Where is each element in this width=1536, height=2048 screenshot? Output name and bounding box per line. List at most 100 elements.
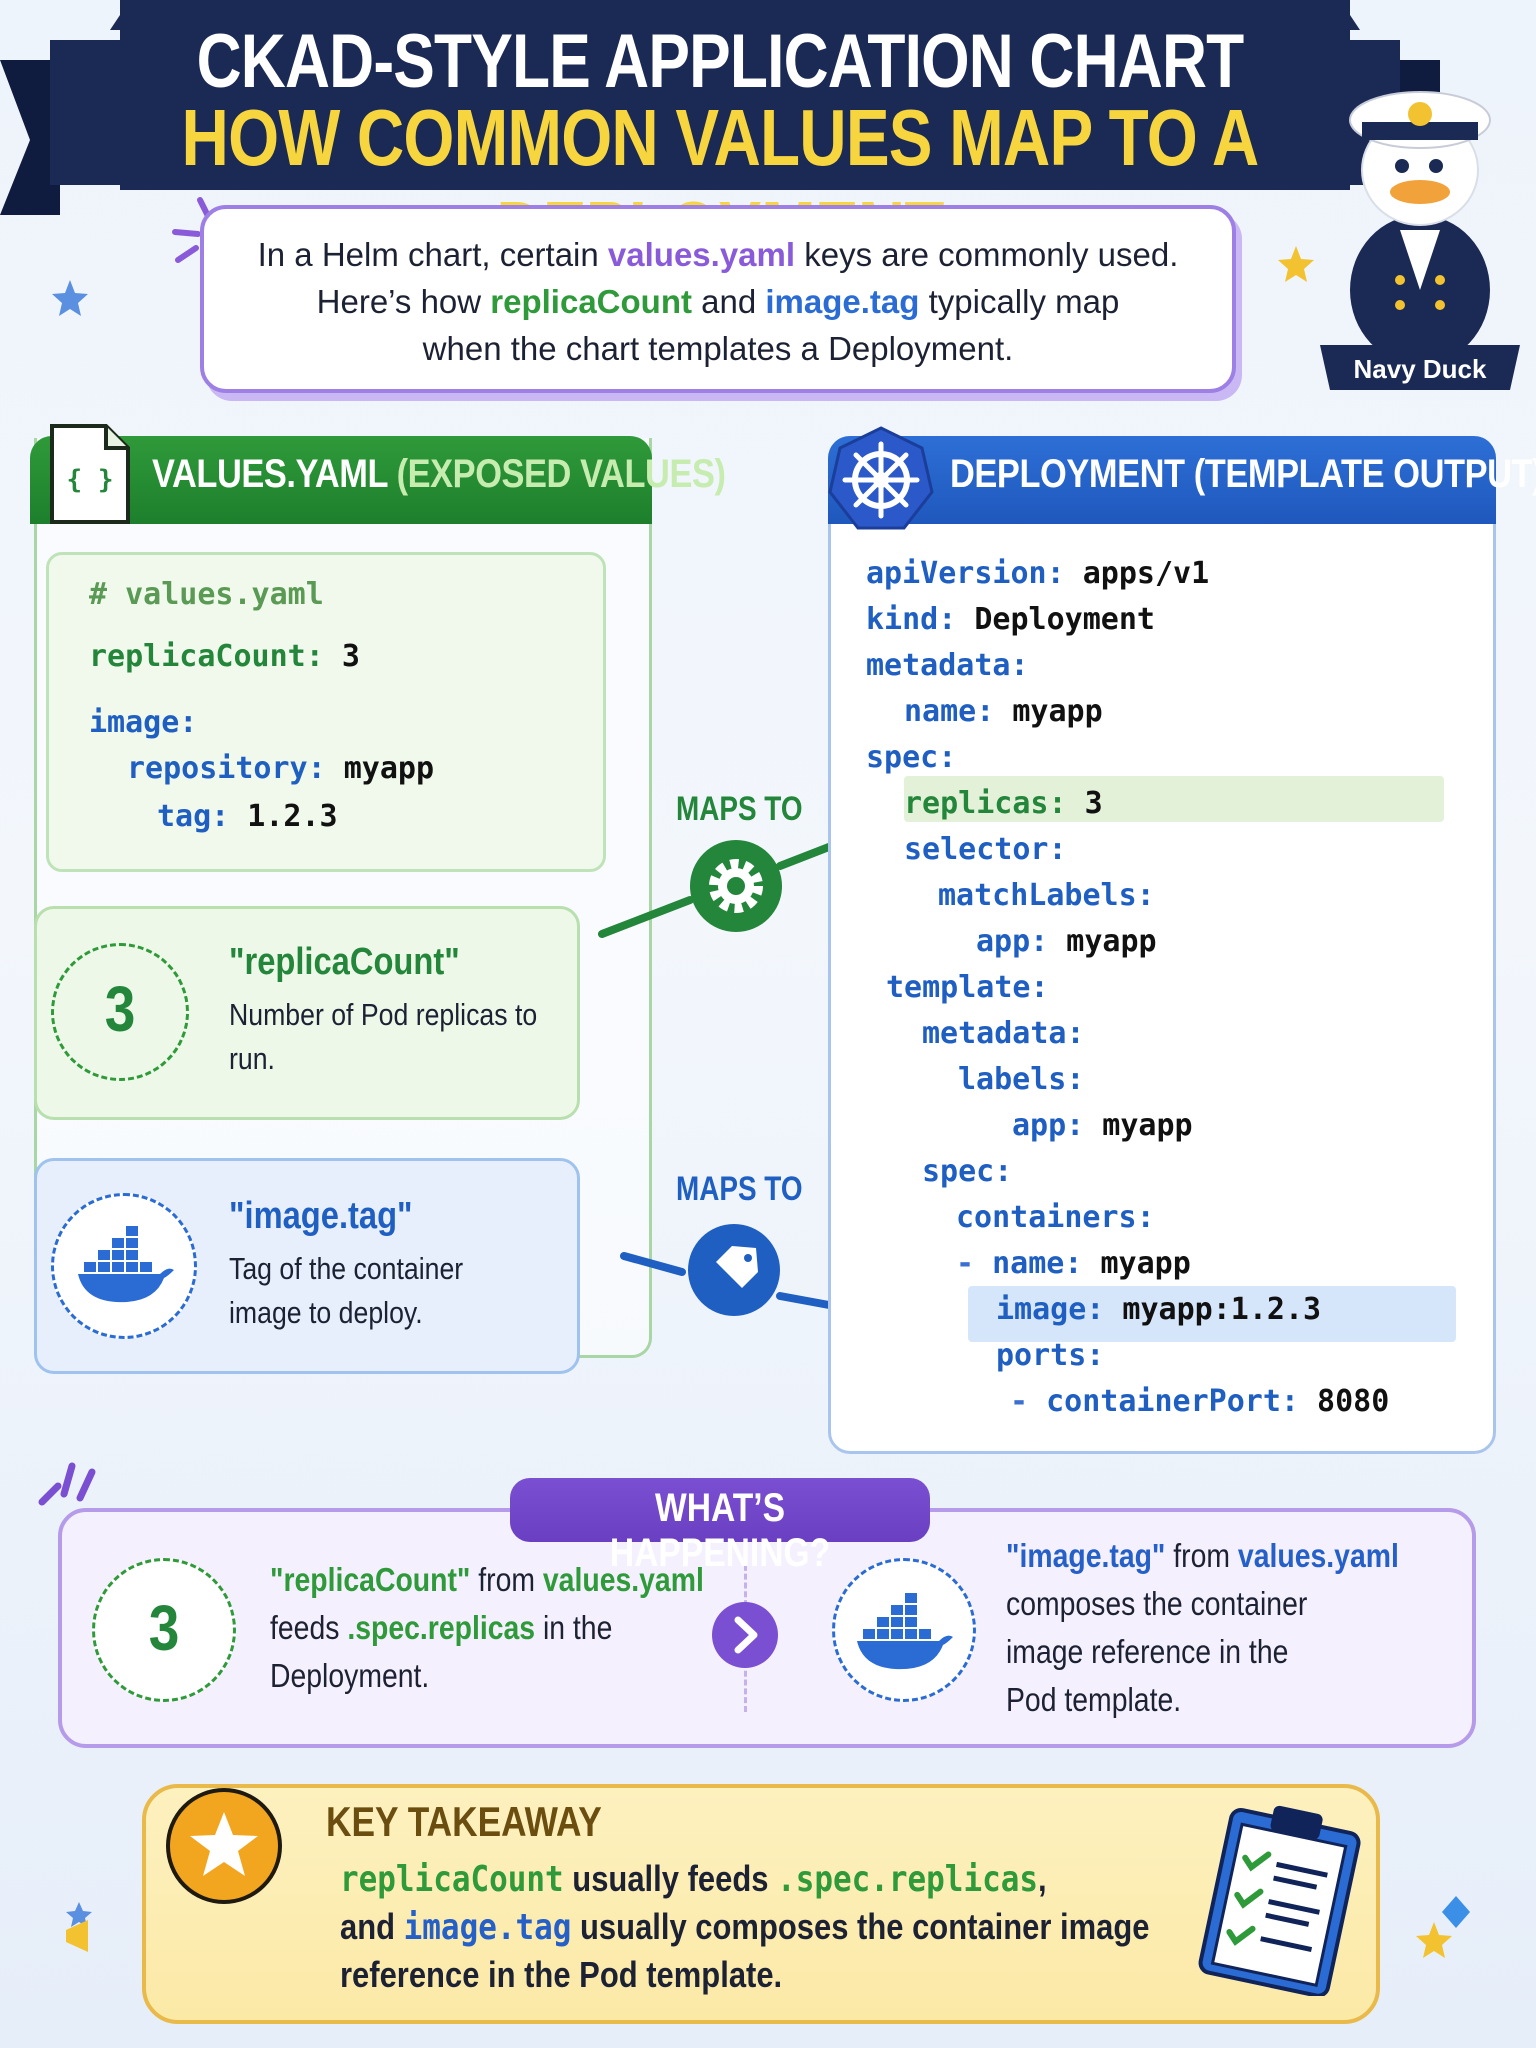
deployment-value: myapp bbox=[1048, 924, 1157, 959]
deployment-list-dash: - bbox=[956, 1246, 993, 1281]
happening-right-line1: "image.tag" from values.yaml bbox=[1006, 1532, 1399, 1580]
happening-left-line2: feeds .spec.replicas in the bbox=[270, 1604, 704, 1652]
deployment-code-line: replicas: 3 bbox=[904, 786, 1103, 821]
title-banner bbox=[0, 0, 1440, 215]
deployment-value: 8080 bbox=[1299, 1384, 1390, 1419]
kubernetes-helm-icon bbox=[828, 426, 934, 530]
deployment-panel-title: DEPLOYMENT (TEMPLATE OUTPUT) bbox=[950, 452, 1536, 496]
values-panel-title: VALUES.YAML (EXPOSED VALUES) bbox=[152, 452, 726, 497]
happening-left-line1: "replicaCount" from values.yaml bbox=[270, 1556, 704, 1604]
deployment-code-line: spec: bbox=[866, 740, 956, 775]
happening-left-text: "replicaCount" from values.yaml feeds .s… bbox=[270, 1556, 704, 1700]
deployment-code-line: template: bbox=[886, 970, 1049, 1005]
deployment-code-line: app: myapp bbox=[976, 924, 1157, 959]
takeaway-image-tag: image.tag bbox=[403, 1907, 572, 1948]
deployment-code-line: metadata: bbox=[922, 1016, 1085, 1051]
happening-left-key: "replicaCount" bbox=[270, 1561, 471, 1598]
deployment-key: app: bbox=[1012, 1108, 1085, 1143]
deployment-code-line: - containerPort: 8080 bbox=[1010, 1384, 1389, 1419]
clipboard-checklist-icon bbox=[1198, 1805, 1361, 1996]
deployment-key: name: bbox=[904, 694, 995, 729]
maps-to-label-image: MAPS TO bbox=[676, 1170, 803, 1208]
takeaway-line1: replicaCount usually feeds .spec.replica… bbox=[340, 1858, 1047, 1900]
yaml-file-glyph: { } bbox=[67, 465, 114, 495]
deployment-value: myapp bbox=[1082, 1246, 1191, 1281]
values-panel-header bbox=[30, 436, 652, 524]
intro-text: Here’s how bbox=[316, 283, 491, 320]
key-takeaway-box bbox=[142, 1784, 1380, 2024]
replica-card-desc: Number of Pod replicas to run. bbox=[229, 997, 538, 1076]
deployment-key: metadata: bbox=[866, 648, 1029, 683]
mascot-label: Navy Duck bbox=[1354, 354, 1487, 384]
maps-to-label-replica: MAPS TO bbox=[676, 790, 803, 828]
deployment-value: Deployment bbox=[956, 602, 1155, 637]
gear-icon bbox=[709, 859, 763, 913]
image-tag-card: "image.tag" Tag of the container image t… bbox=[34, 1158, 580, 1374]
deployment-key: kind: bbox=[866, 602, 957, 637]
deployment-code-line: selector: bbox=[904, 832, 1067, 867]
deployment-code-line: metadata: bbox=[866, 648, 1029, 683]
deployment-code-line: apiVersion: apps/v1 bbox=[866, 556, 1209, 591]
deployment-value: myapp bbox=[994, 694, 1103, 729]
values-tag-line: tag: 1.2.3 bbox=[157, 799, 338, 834]
happening-text: from bbox=[470, 1561, 543, 1598]
happening-text: from bbox=[1165, 1537, 1238, 1574]
values-comment: # values.yaml bbox=[89, 577, 324, 612]
takeaway-text: and bbox=[340, 1906, 404, 1947]
happening-right-line4: Pod template. bbox=[1006, 1681, 1182, 1718]
intro-replica-count: replicaCount bbox=[490, 283, 692, 320]
deployment-key: selector: bbox=[904, 832, 1067, 867]
tag-icon bbox=[716, 1246, 758, 1288]
deployment-code-line: image: myapp:1.2.3 bbox=[996, 1292, 1321, 1327]
deployment-code-line: name: myapp bbox=[904, 694, 1103, 729]
deployment-code-line: ports: bbox=[996, 1338, 1104, 1373]
banner-title-line1: CKAD-STYLE APPLICATION CHART bbox=[196, 19, 1245, 104]
sparkle-icon bbox=[38, 1462, 96, 1506]
docker-circle bbox=[51, 1193, 197, 1339]
intro-line3: when the chart templates a Deployment. bbox=[422, 330, 1014, 367]
values-replica-value: 3 bbox=[323, 639, 360, 674]
replica-number: 3 bbox=[104, 973, 136, 1045]
deployment-key: template: bbox=[886, 970, 1049, 1005]
deployment-code-line: app: myapp bbox=[1012, 1108, 1193, 1143]
values-repo-line: repository: myapp bbox=[127, 751, 434, 786]
happening-left-line3: Deployment. bbox=[270, 1657, 430, 1694]
takeaway-replica-count: replicaCount bbox=[340, 1859, 564, 1900]
deployment-key: containerPort: bbox=[1046, 1384, 1299, 1419]
star-badge-icon bbox=[166, 1788, 282, 1904]
values-tag-value: 1.2.3 bbox=[229, 799, 338, 834]
deployment-list-dash: - bbox=[1010, 1384, 1047, 1419]
star-gold-icon bbox=[1416, 1922, 1452, 1958]
deployment-key: labels: bbox=[958, 1062, 1085, 1097]
deployment-key: replicas: bbox=[904, 786, 1067, 821]
intro-text: and bbox=[691, 283, 766, 320]
deployment-code-line: matchLabels: bbox=[938, 878, 1155, 913]
happening-docker-circle bbox=[832, 1558, 976, 1702]
values-tag-key: tag: bbox=[157, 799, 230, 834]
intro-line2: Here’s how replicaCount and image.tag ty… bbox=[204, 278, 1232, 325]
values-image-key: image: bbox=[89, 705, 198, 740]
deployment-key: app: bbox=[976, 924, 1049, 959]
image-card-title: "image.tag" bbox=[229, 1195, 413, 1237]
takeaway-line3: reference in the Pod template. bbox=[340, 1954, 783, 1995]
yaml-file-icon: { } bbox=[50, 424, 130, 524]
values-title-sub: (EXPOSED VALUES) bbox=[387, 452, 726, 496]
values-repo-key: repository: bbox=[127, 751, 326, 786]
values-title-main: VALUES.YAML bbox=[152, 452, 388, 496]
star-small-icon bbox=[66, 1902, 92, 1927]
happening-text: feeds bbox=[270, 1609, 348, 1646]
deployment-value: 3 bbox=[1066, 786, 1103, 821]
replicas-highlight bbox=[904, 776, 1444, 822]
happening-replica-circle: 3 bbox=[92, 1558, 236, 1702]
happening-right-key: "image.tag" bbox=[1006, 1537, 1166, 1574]
intro-text: In a Helm chart, certain bbox=[257, 236, 608, 273]
docker-whale-icon bbox=[857, 1593, 953, 1670]
values-repo-value: myapp bbox=[325, 751, 435, 786]
deployment-code-line: spec: bbox=[922, 1154, 1012, 1189]
image-card-desc: Tag of the container image to deploy. bbox=[229, 1251, 464, 1330]
deployment-panel-header bbox=[828, 436, 1496, 524]
star-gold-icon bbox=[1278, 246, 1314, 282]
key-takeaway-title: KEY TAKEAWAY bbox=[326, 1798, 602, 1845]
takeaway-text: usually composes the container image bbox=[571, 1906, 1150, 1947]
deployment-value: apps/v1 bbox=[1064, 556, 1210, 591]
